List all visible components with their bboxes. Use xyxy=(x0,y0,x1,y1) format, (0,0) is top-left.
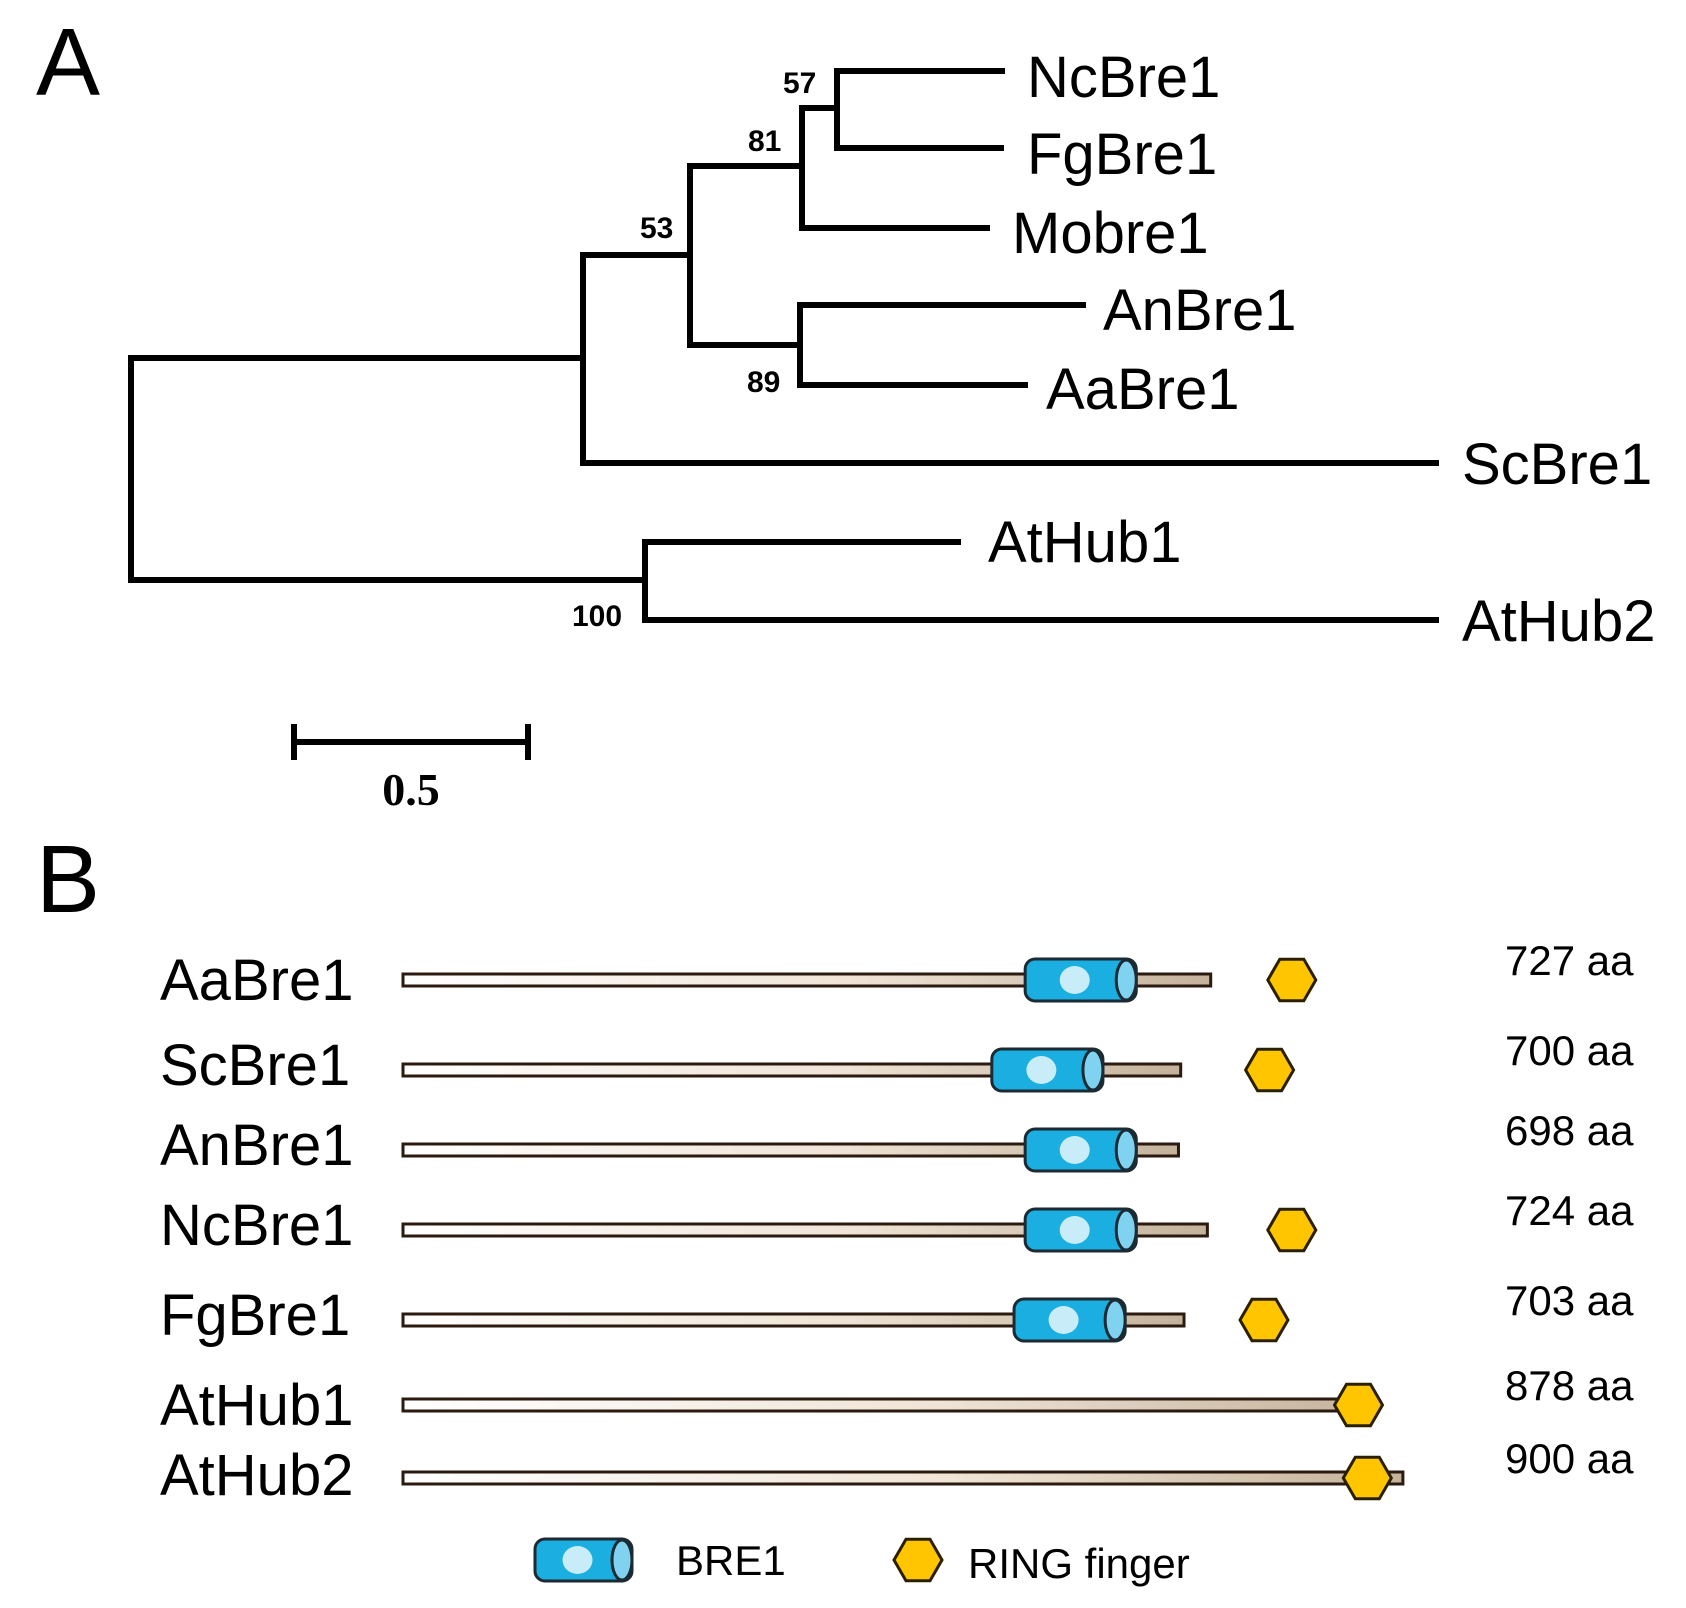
protein-backbone xyxy=(401,1397,1380,1413)
bre1-domain xyxy=(1012,1297,1127,1343)
legend-ring-hexagon xyxy=(892,1537,944,1583)
bre1-domain xyxy=(1023,1127,1138,1173)
protein-name: NcBre1 xyxy=(160,1193,353,1258)
bootstrap-57: 57 xyxy=(783,67,816,100)
protein-length: 727 aa xyxy=(1505,937,1634,984)
legend-ring-label: RING finger xyxy=(968,1540,1190,1587)
protein-backbone xyxy=(401,1062,1183,1078)
protein-length: 724 aa xyxy=(1505,1187,1634,1234)
protein-row-aabre1: AaBre1 727 aa xyxy=(160,937,1634,1013)
protein-name: ScBre1 xyxy=(160,1033,350,1098)
protein-backbone xyxy=(401,972,1213,988)
legend-ring-icon xyxy=(892,1537,944,1583)
protein-row-ncbre1: NcBre1 724 aa xyxy=(160,1187,1634,1258)
protein-name: AtHub2 xyxy=(160,1443,353,1508)
panel-b: B AaBre1 727 aa ScBre1 700 aa AnBre1 698 aa Nc… xyxy=(36,826,1634,1587)
protein-row-athub2: AtHub2 900 aa xyxy=(160,1435,1634,1508)
protein-length: 900 aa xyxy=(1505,1435,1634,1482)
bootstrap-100: 100 xyxy=(572,600,622,633)
panel-b-letter: B xyxy=(36,826,100,933)
legend-bre1-icon xyxy=(533,1537,634,1583)
ring-finger-domain xyxy=(1341,1455,1394,1501)
protein-length: 698 aa xyxy=(1505,1107,1634,1154)
ring-finger-domain xyxy=(1243,1047,1296,1093)
taxon-scbre1: ScBre1 xyxy=(1462,432,1652,497)
protein-length: 878 aa xyxy=(1505,1362,1634,1409)
protein-row-fgbre1: FgBre1 703 aa xyxy=(160,1277,1634,1348)
protein-domain-diagrams: AaBre1 727 aa ScBre1 700 aa AnBre1 698 aa NcBr… xyxy=(160,937,1634,1508)
panel-a: A xyxy=(36,9,1655,815)
legend-bre1-cylinder xyxy=(533,1537,634,1583)
ring-finger-domain xyxy=(1266,1207,1318,1253)
taxon-athub1: AtHub1 xyxy=(988,510,1181,575)
taxon-anbre1: AnBre1 xyxy=(1103,278,1296,343)
ring-finger-domain xyxy=(1332,1382,1385,1428)
taxon-mobre1: Mobre1 xyxy=(1012,201,1209,266)
bootstrap-values: 57 81 53 89 100 xyxy=(572,67,816,633)
bootstrap-53: 53 xyxy=(640,212,673,245)
bootstrap-89: 89 xyxy=(747,366,780,399)
ring-finger-domain xyxy=(1266,957,1318,1003)
scale-bar-label: 0.5 xyxy=(382,764,440,815)
bootstrap-81: 81 xyxy=(748,125,781,158)
bre1-domain xyxy=(1023,1207,1138,1253)
protein-name: AaBre1 xyxy=(160,948,353,1013)
protein-name: AnBre1 xyxy=(160,1113,353,1178)
taxon-athub2: AtHub2 xyxy=(1462,589,1655,654)
legend-bre1-label: BRE1 xyxy=(676,1537,786,1584)
protein-length: 703 aa xyxy=(1505,1277,1634,1324)
protein-row-anbre1: AnBre1 698 aa xyxy=(160,1107,1634,1178)
protein-name: FgBre1 xyxy=(160,1283,350,1348)
taxon-fgbre1: FgBre1 xyxy=(1027,122,1217,187)
protein-row-athub1: AtHub1 878 aa xyxy=(160,1362,1634,1438)
bre1-domain xyxy=(1023,957,1138,1003)
protein-row-scbre1: ScBre1 700 aa xyxy=(160,1027,1634,1098)
protein-backbone xyxy=(401,1312,1186,1328)
protein-backbone xyxy=(401,1142,1180,1158)
taxon-aabre1: AaBre1 xyxy=(1046,357,1239,422)
panel-a-letter: A xyxy=(36,9,100,116)
phylogenetic-tree xyxy=(128,68,1439,623)
taxon-labels: NcBre1 FgBre1 Mobre1 AnBre1 AaBre1 ScBre… xyxy=(988,45,1655,654)
protein-name: AtHub1 xyxy=(160,1373,353,1438)
protein-length: 700 aa xyxy=(1505,1027,1634,1074)
bre1-domain xyxy=(990,1047,1105,1093)
ring-finger-domain xyxy=(1238,1297,1290,1343)
taxon-ncbre1: NcBre1 xyxy=(1027,45,1220,110)
protein-backbone xyxy=(401,1222,1209,1238)
protein-backbone xyxy=(401,1470,1405,1486)
scale-bar: 0.5 xyxy=(291,724,531,815)
legend: BRE1 RING finger xyxy=(533,1537,1190,1587)
